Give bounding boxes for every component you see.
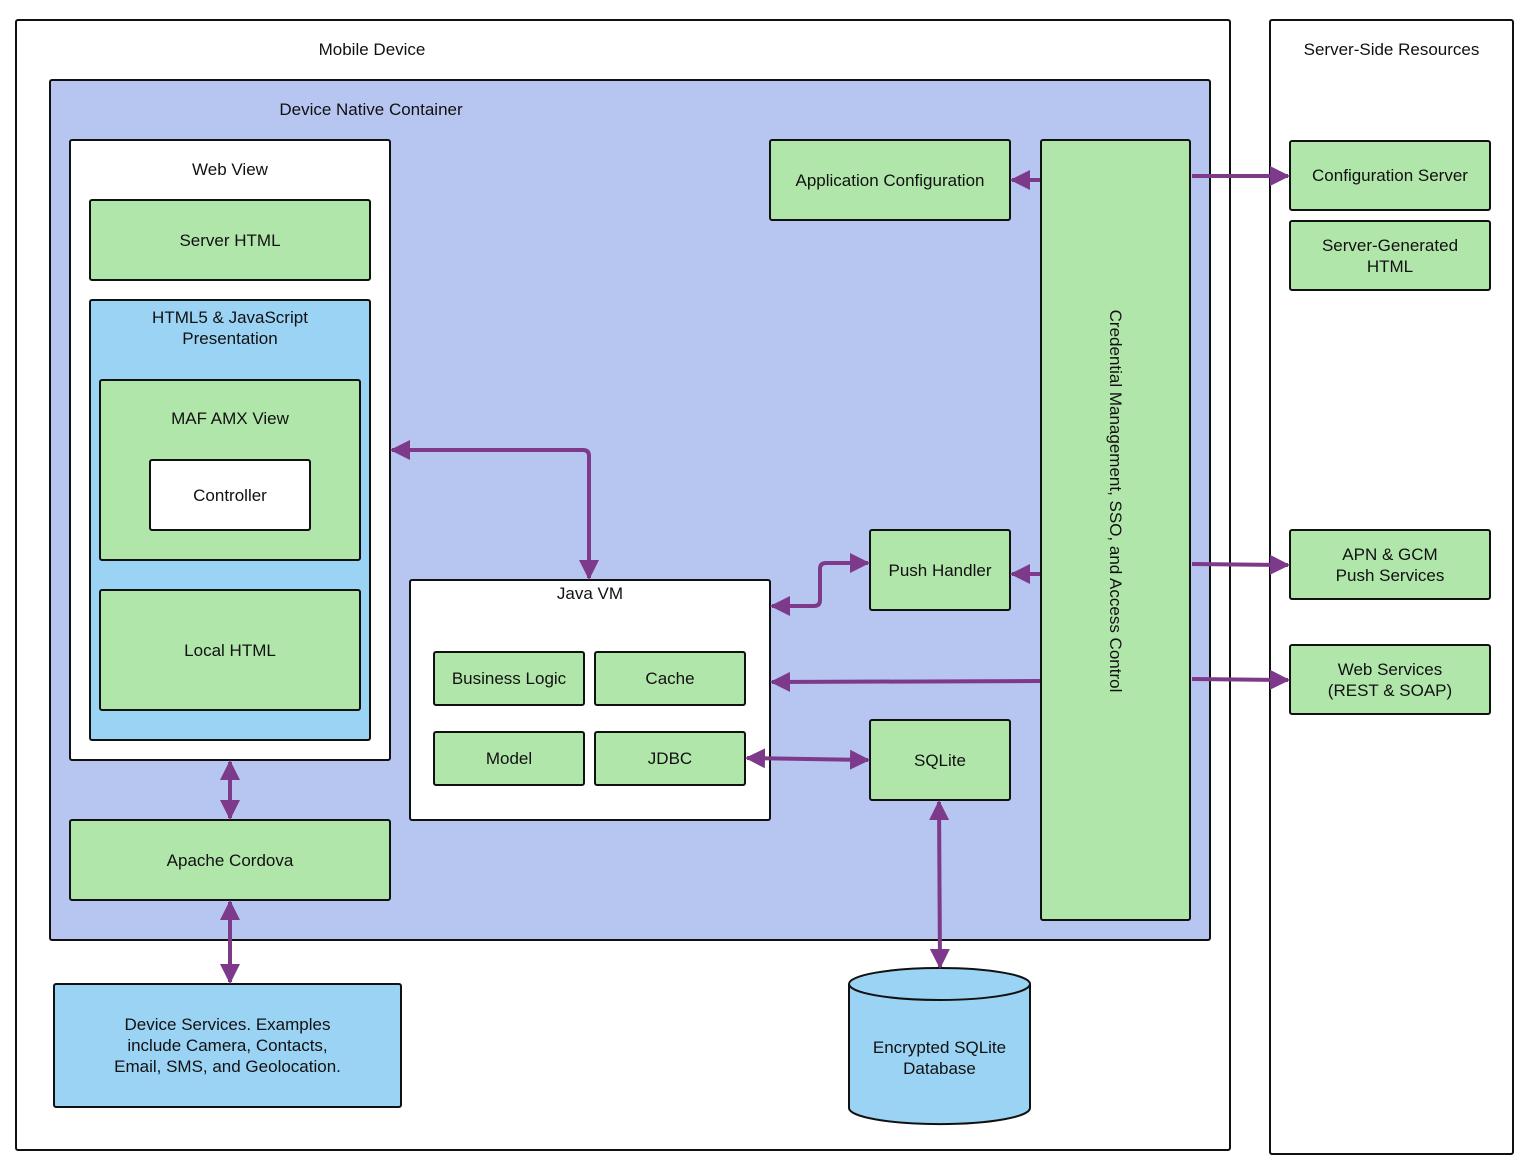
java-vm-label: Java VM (556, 584, 624, 603)
cache-box: Cache (594, 651, 746, 706)
credential-management-box: Credential Management, SSO, and Access C… (1040, 139, 1191, 921)
server-html-box: Server HTML (89, 199, 371, 281)
controller-label: Controller (193, 485, 267, 505)
business-logic-label: Business Logic (451, 669, 567, 688)
web-view-label: Web View (192, 160, 268, 179)
encrypted-db-label: Encrypted SQLite Database (872, 1038, 1007, 1078)
native-container-label: Device Native Container (279, 100, 463, 119)
server-generated-html-box: Server-Generated HTML (1289, 220, 1491, 291)
application-configuration-box: Application Configuration (769, 139, 1011, 221)
push-services-label: APN & GCM Push Services (1335, 544, 1445, 585)
server-side-label: Server-Side Resources (1303, 40, 1480, 59)
sqlite-box: SQLite (869, 719, 1011, 801)
credential-management-label: Credential Management, SSO, and Access C… (1106, 309, 1125, 693)
model-label: Model (485, 749, 533, 768)
device-services-label: Device Services. Examples include Camera… (114, 1015, 341, 1076)
maf-amx-view-label: MAF AMX View (171, 409, 289, 428)
apache-cordova-label: Apache Cordova (166, 850, 294, 870)
push-handler-box: Push Handler (869, 529, 1011, 611)
server-generated-html-label: Server-Generated HTML (1321, 235, 1459, 276)
sqlite-label: SQLite (914, 750, 966, 770)
jdbc-label: JDBC (647, 749, 693, 768)
apache-cordova-box: Apache Cordova (69, 819, 391, 901)
business-logic-box: Business Logic (433, 651, 585, 706)
configuration-server-label: Configuration Server (1312, 166, 1468, 185)
mobile-device-label: Mobile Device (318, 40, 426, 59)
model-box: Model (433, 731, 585, 786)
jdbc-box: JDBC (594, 731, 746, 786)
device-services-box: Device Services. Examples include Camera… (53, 983, 402, 1108)
controller-box: Controller (149, 459, 311, 531)
application-configuration-label: Application Configuration (795, 170, 985, 190)
server-html-label: Server HTML (179, 230, 281, 250)
local-html-box: Local HTML (99, 589, 361, 711)
web-services-box: Web Services (REST & SOAP) (1289, 644, 1491, 715)
html5-presentation-label: HTML5 & JavaScript Presentation (152, 308, 308, 348)
web-services-label: Web Services (REST & SOAP) (1327, 659, 1453, 700)
configuration-server-box: Configuration Server (1289, 140, 1491, 211)
local-html-label: Local HTML (184, 640, 276, 660)
cache-label: Cache (645, 669, 695, 688)
push-handler-label: Push Handler (888, 560, 992, 580)
push-services-box: APN & GCM Push Services (1289, 529, 1491, 600)
